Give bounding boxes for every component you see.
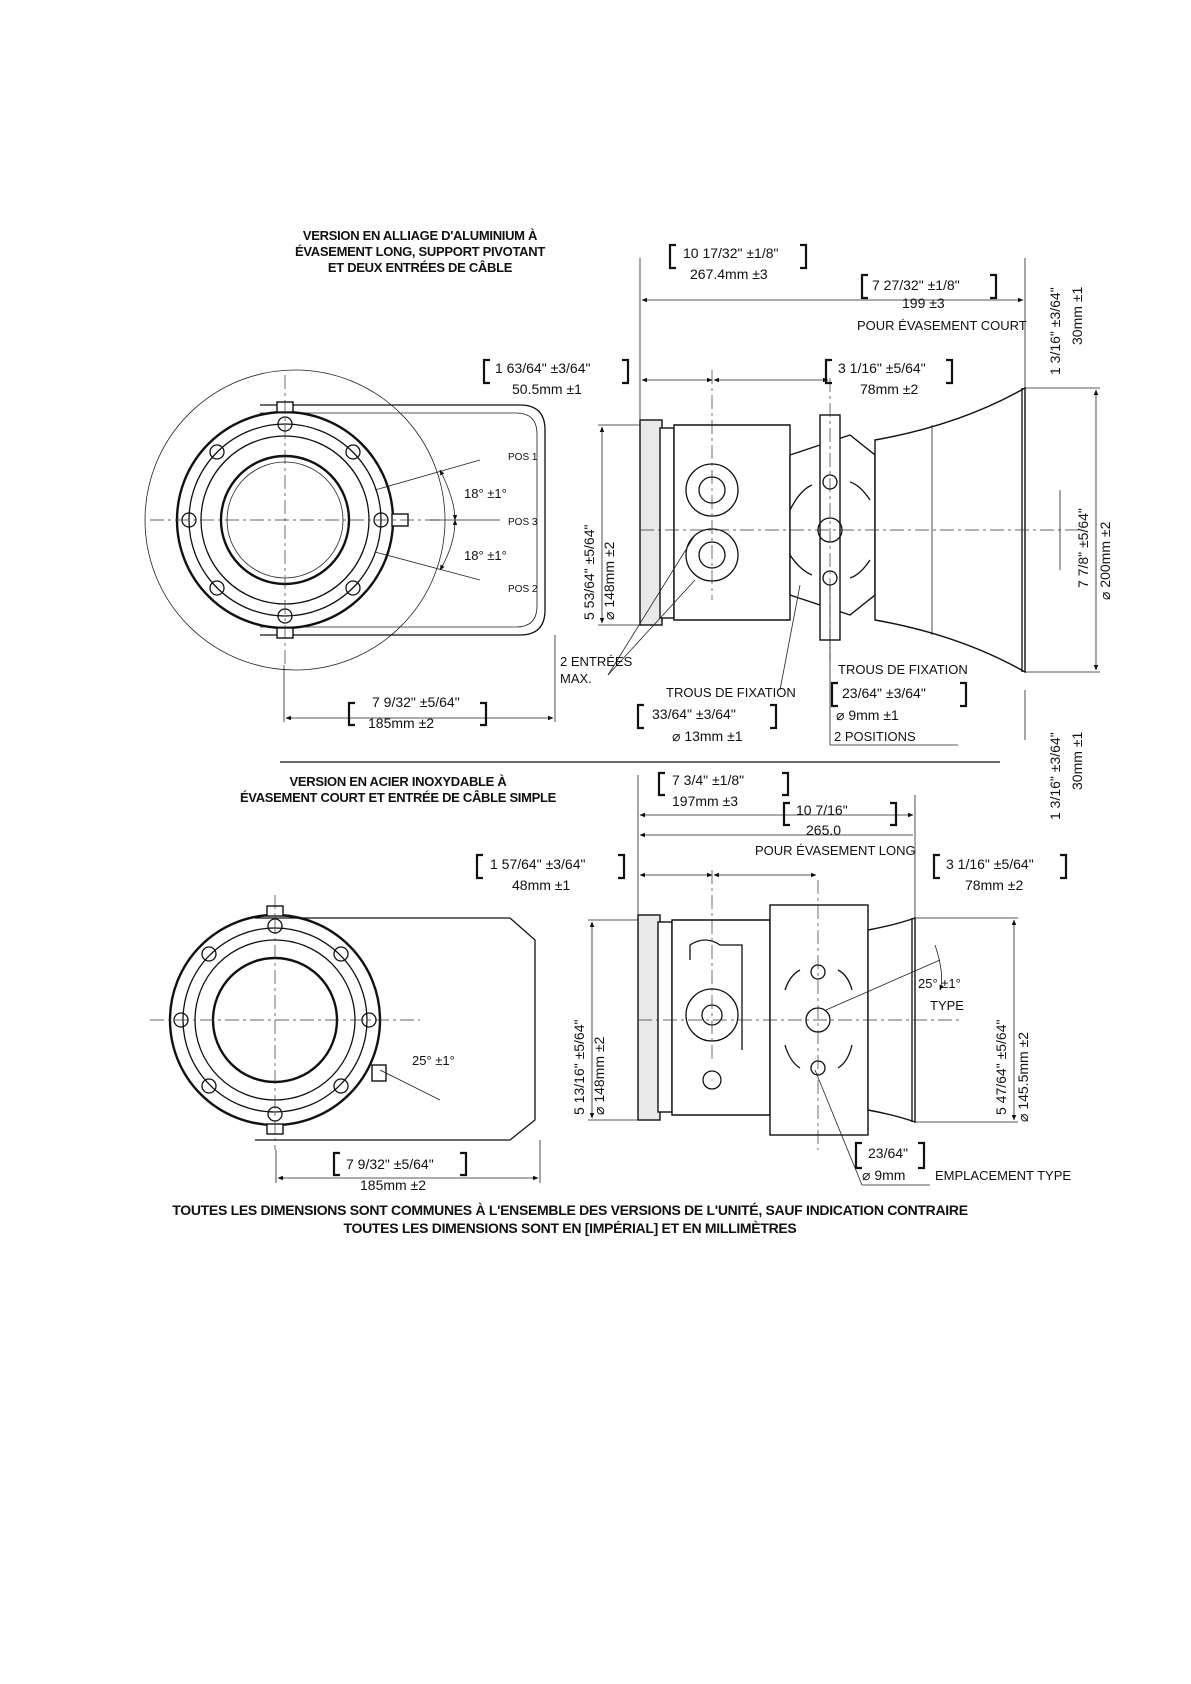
pos1-line (374, 459, 481, 491)
top-holes2-label: TROUS DE FIXATION (838, 662, 968, 677)
bottom-horn-mm: ⌀ 145.5mm ±2 (1015, 1032, 1031, 1122)
bottom-front-width-in: 7 9/32" ±5/64" (346, 1156, 434, 1172)
bottom-long-in: 10 7/16" (796, 802, 848, 818)
top-height-mm: ⌀ 148mm ±2 (601, 541, 617, 620)
top-short-label: POUR ÉVASEMENT COURT (857, 318, 1027, 333)
top-holes1-label: TROUS DE FIXATION (666, 685, 796, 700)
bottom-long-label: POUR ÉVASEMENT LONG (755, 843, 916, 858)
top-holes2-mm: ⌀ 9mm ±1 (836, 707, 899, 723)
top-horn-in: 7 7/8" ±5/64" (1075, 508, 1091, 588)
top-depth-mm: 50.5mm ±1 (512, 381, 582, 397)
bottom-horn-in: 5 47/64" ±5/64" (993, 1019, 1009, 1115)
housing-flange (637, 914, 661, 1121)
top-short-mm: 199 ±3 (902, 295, 945, 311)
pos2-line (374, 551, 481, 581)
bottom-front-view: 25° ±1° 7 9/32" ±5/64" 185mm ±2 (150, 895, 541, 1193)
bottom-caption-line-2: ÉVASEMENT COURT ET ENTRÉE DE CÂBLE SIMPL… (240, 790, 557, 805)
footer-line-2: TOUTES LES DIMENSIONS SONT EN [IMPÉRIAL]… (344, 1220, 797, 1236)
top-caption: VERSION EN ALLIAGE D'ALUMINIUM À ÉVASEME… (295, 228, 546, 275)
bottom-depth-mm: 48mm ±1 (512, 877, 570, 893)
top-bracket-mm: 78mm ±2 (860, 381, 918, 397)
footer-line-1: TOUTES LES DIMENSIONS SONT COMMUNES À L'… (172, 1202, 968, 1218)
angle-lower-label: 18° ±1° (464, 548, 507, 563)
top-overall-in: 10 17/32" ±1/8" (683, 245, 779, 261)
bottom-bracket-in: 3 1/16" ±5/64" (946, 856, 1034, 872)
bottom-hole-label: EMPLACEMENT TYPE (935, 1168, 1071, 1183)
dimension-brackets (332, 243, 1068, 1177)
swivel-bracket (260, 404, 546, 636)
top-depth-in: 1 63/64" ±3/64" (495, 360, 591, 376)
top-entries-label-2: MAX. (560, 671, 592, 686)
top-horn-mm: ⌀ 200mm ±2 (1097, 521, 1113, 600)
top-front-width-in: 7 9/32" ±5/64" (372, 694, 460, 710)
bottom-height-mm: ⌀ 148mm ±2 (591, 1036, 607, 1115)
top-short-in: 7 27/32" ±1/8" (872, 277, 960, 293)
bottom-side-view: 7 3/4" ±1/8" 197mm ±3 10 7/16" 265.0 POU… (490, 772, 1071, 1186)
top-side-view: 10 17/32" ±1/8" 267.4mm ±3 7 27/32" ±1/8… (495, 245, 1113, 820)
bottom-bracket-mm: 78mm ±2 (965, 877, 1023, 893)
top-offset-top-in: 1 3/16" ±3/64" (1047, 287, 1063, 375)
bottom-overall-in: 7 3/4" ±1/8" (672, 772, 744, 788)
top-caption-line-1: VERSION EN ALLIAGE D'ALUMINIUM À (303, 228, 538, 243)
pos3-label: POS 3 (508, 517, 538, 528)
top-holes1-mm: ⌀ 13mm ±1 (672, 728, 743, 744)
top-entries-label-1: 2 ENTRÉES (560, 654, 633, 669)
top-overall-mm: 267.4mm ±3 (690, 266, 768, 282)
top-offset-top-mm: 30mm ±1 (1069, 287, 1085, 345)
cable-gland (371, 1064, 387, 1082)
bottom-type-label: TYPE (930, 998, 964, 1013)
angle-upper-label: 18° ±1° (464, 486, 507, 501)
top-offset-bot-in: 1 3/16" ±3/64" (1047, 732, 1063, 820)
bottom-height-in: 5 13/16" ±5/64" (571, 1019, 587, 1115)
top-bracket-in: 3 1/16" ±5/64" (838, 360, 926, 376)
top-holes1-in: 33/64" ±3/64" (652, 706, 736, 722)
footer-notes: TOUTES LES DIMENSIONS SONT COMMUNES À L'… (172, 1202, 968, 1236)
bottom-front-width-mm: 185mm ±2 (360, 1177, 426, 1193)
top-caption-line-2: ÉVASEMENT LONG, SUPPORT PIVOTANT (295, 244, 545, 259)
pos1-label: POS 1 (508, 452, 538, 463)
top-holes2-in: 23/64" ±3/64" (842, 685, 926, 701)
bottom-long-mm: 265.0 (806, 822, 841, 838)
top-front-view: POS 1 POS 3 POS 2 18° ±1° 18° ±1° 7 9/32… (144, 369, 556, 731)
bottom-depth-in: 1 57/64" ±3/64" (490, 856, 586, 872)
bottom-hole-mm: ⌀ 9mm (862, 1167, 905, 1183)
bottom-angle-label: 25° ±1° (412, 1053, 455, 1068)
bottom-hole-in: 23/64" (868, 1145, 908, 1161)
bottom-caption-line-1: VERSION EN ACIER INOXYDABLE À (290, 774, 508, 789)
top-height-in: 5 53/64" ±5/64" (581, 524, 597, 620)
top-caption-line-3: ET DEUX ENTRÉES DE CÂBLE (328, 260, 513, 275)
bottom-overall-mm: 197mm ±3 (672, 793, 738, 809)
top-holes2-note: 2 POSITIONS (834, 729, 916, 744)
bottom-caption: VERSION EN ACIER INOXYDABLE À ÉVASEMENT … (240, 774, 557, 805)
top-offset-bot-mm: 30mm ±1 (1069, 732, 1085, 790)
pos2-label: POS 2 (508, 584, 538, 595)
top-front-width-mm: 185mm ±2 (368, 715, 434, 731)
housing-flange (639, 419, 663, 626)
bracket (255, 917, 536, 1141)
housing-body (673, 424, 791, 621)
bottom-angle-type: 25° ±1° (918, 976, 961, 991)
